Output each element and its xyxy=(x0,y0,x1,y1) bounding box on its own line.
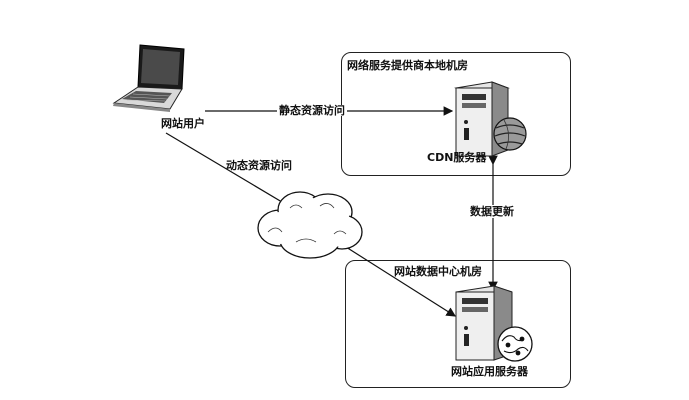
dynamic-request-label: 动态资源访问 xyxy=(226,159,292,172)
network-globe-icon xyxy=(497,326,533,362)
cdn-room-title: 网络服务提供商本地机房 xyxy=(347,59,468,72)
globe-icon xyxy=(493,117,527,151)
data-update-label: 数据更新 xyxy=(470,205,514,218)
user-label: 网站用户 xyxy=(161,117,205,130)
dynamic-request-line xyxy=(165,132,293,209)
laptop-icon xyxy=(112,44,185,112)
app-server-icon xyxy=(455,285,513,361)
datacenter-room-title: 网站数据中心机房 xyxy=(394,265,482,278)
app-server-label: 网站应用服务器 xyxy=(451,365,528,378)
dynamic-request-arrow xyxy=(345,246,457,317)
cloud-icon xyxy=(257,191,363,259)
datacenter-room-box xyxy=(345,260,571,388)
cdn-server-label: CDN服务器 xyxy=(427,151,487,164)
static-request-label: 静态资源访问 xyxy=(277,104,347,117)
